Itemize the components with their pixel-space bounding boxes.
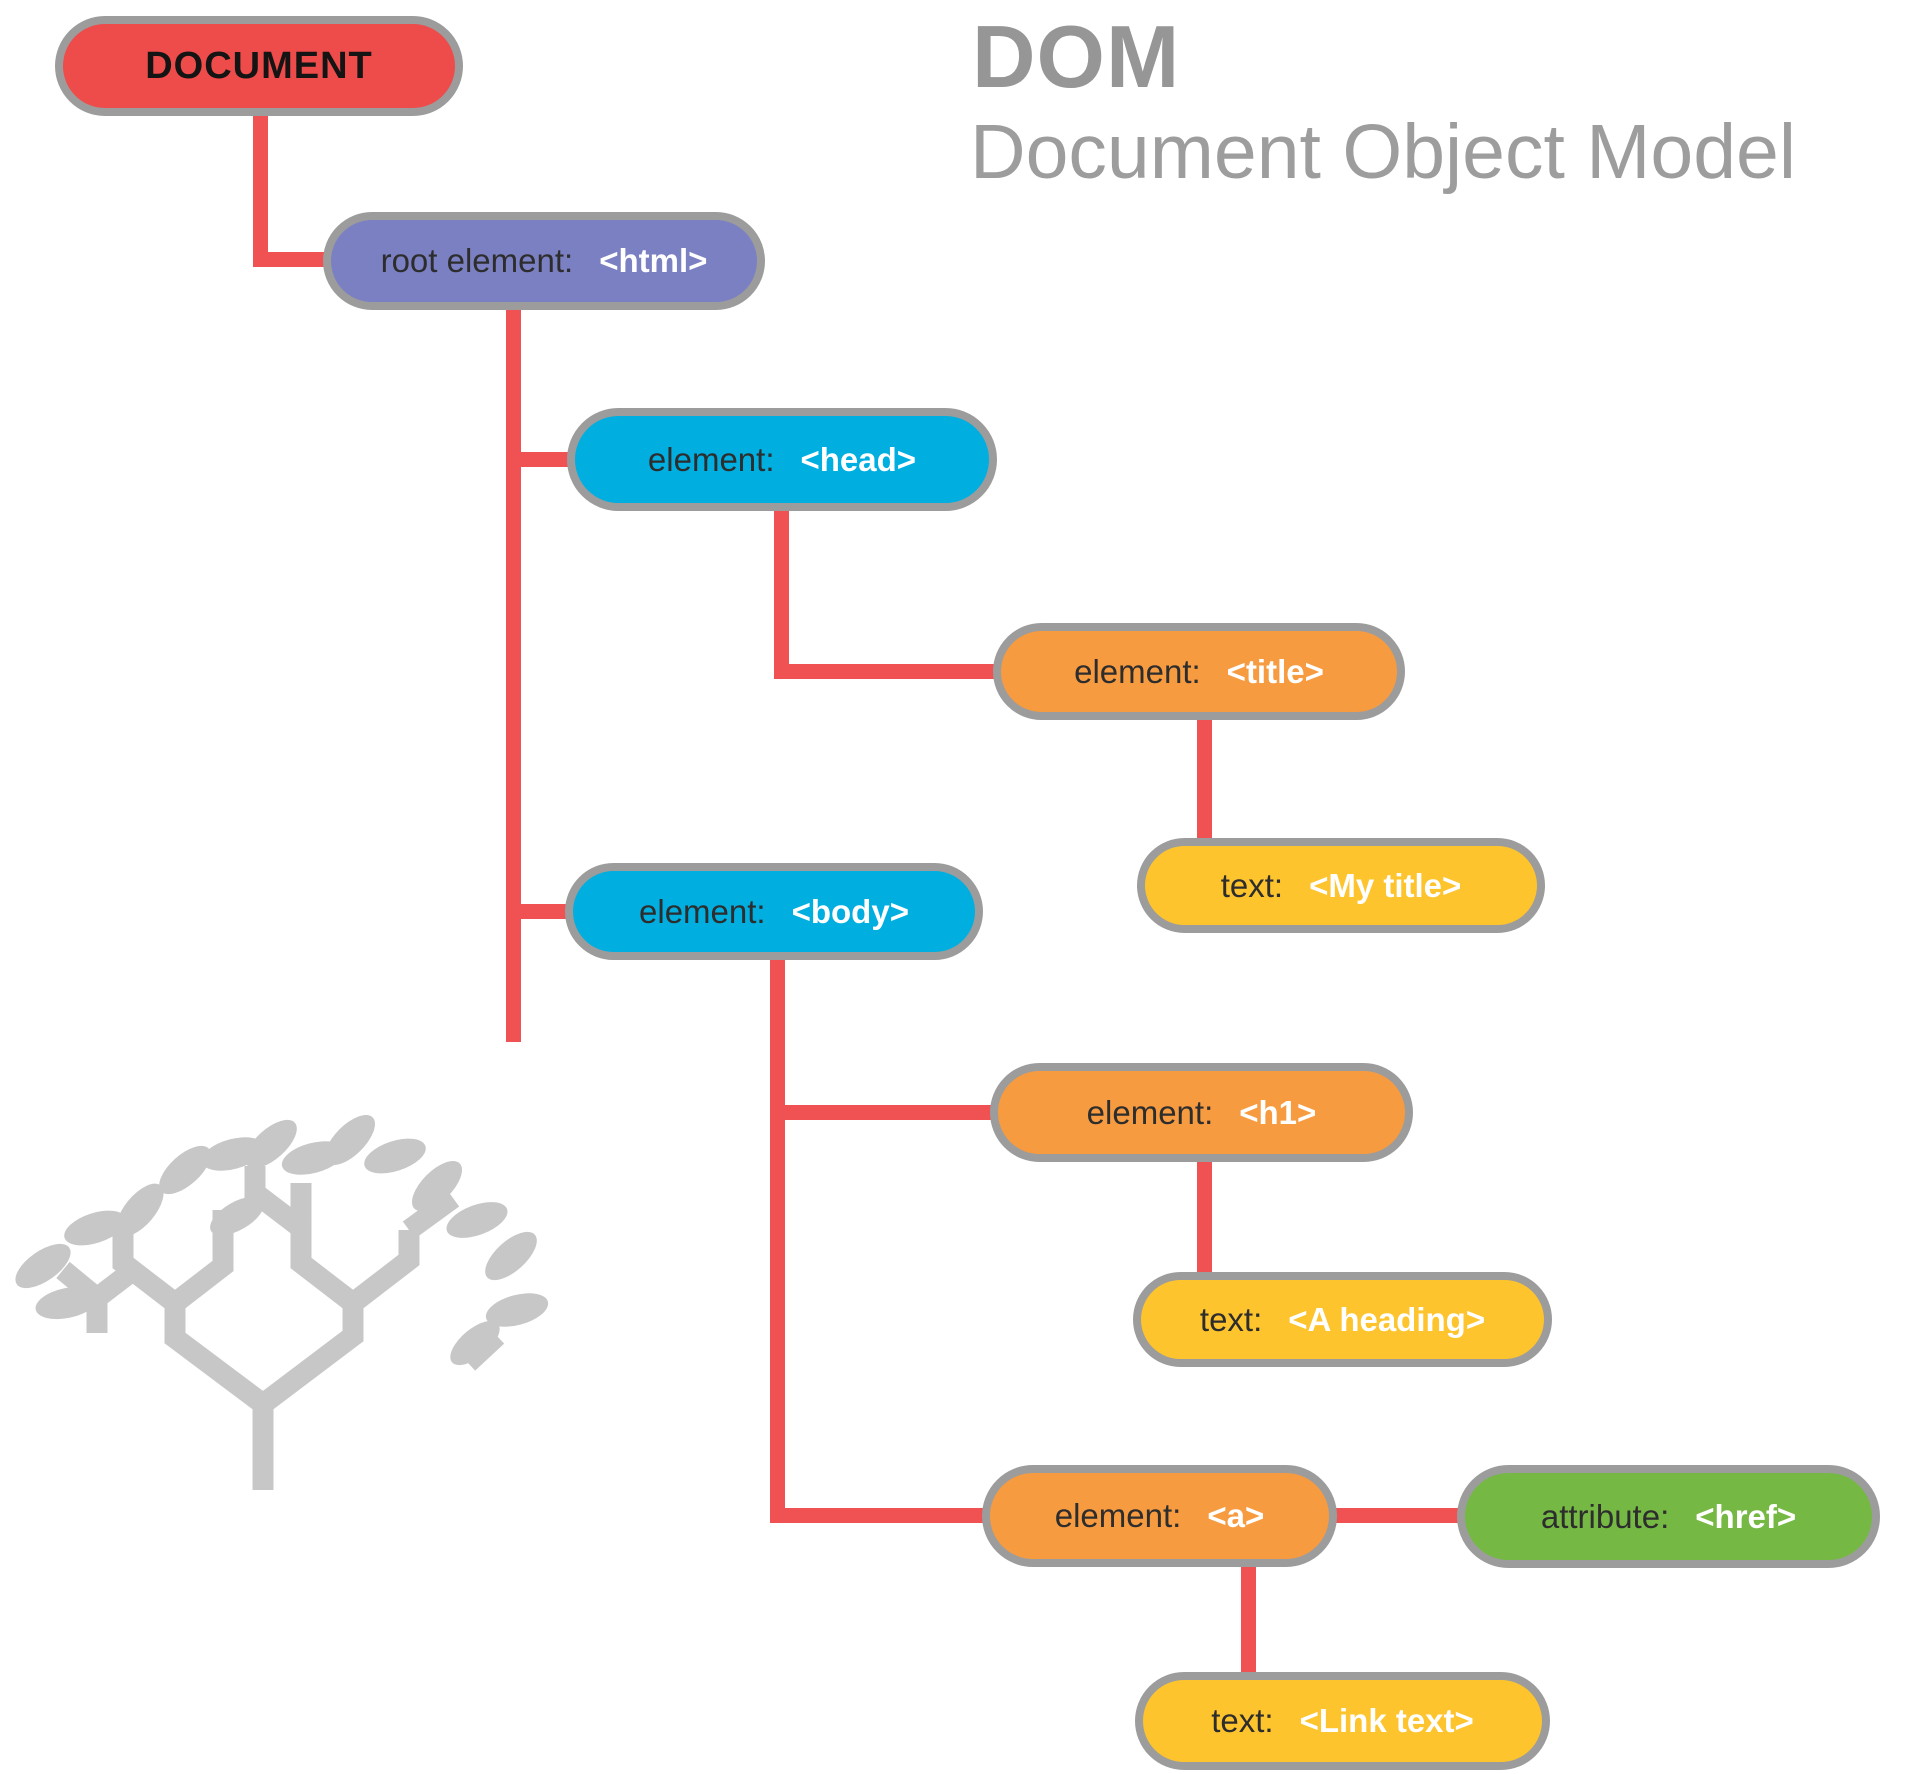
tree-watermark-illustration (15, 1115, 549, 1490)
node-text-link-text: text: <Link text> (1135, 1672, 1550, 1770)
node-value: <body> (791, 892, 909, 930)
node-value: <h1> (1239, 1093, 1317, 1131)
node-label: element: (1086, 1093, 1214, 1131)
node-value: <Link text> (1299, 1702, 1474, 1739)
node-value: <html> (599, 242, 708, 279)
node-label: element: (639, 892, 766, 930)
connector-branch-body (506, 904, 576, 919)
node-label: element: (647, 440, 775, 478)
node-root-html: root element: <html> (323, 212, 765, 310)
node-value: <a> (1207, 1497, 1265, 1534)
node-element-h1: element: <h1> (990, 1063, 1413, 1162)
node-document: DOCUMENT (55, 16, 463, 116)
node-label: attribute: (1540, 1497, 1670, 1535)
node-element-title: element: <title> (993, 623, 1405, 720)
node-document-label: DOCUMENT (145, 44, 373, 87)
node-label: root element: (380, 242, 574, 279)
connector-head-to-title (774, 664, 1000, 679)
node-value: <My title> (1309, 866, 1462, 904)
connector-document-to-html (253, 252, 338, 267)
node-element-body: element: <body> (565, 863, 983, 960)
connector-html-trunk (506, 300, 521, 1042)
node-label: text: (1199, 1300, 1263, 1338)
connector-h1-to-aheading (1197, 1157, 1212, 1279)
connector-branch-head (506, 452, 576, 467)
node-label: text: (1220, 866, 1284, 904)
connector-head-down (774, 505, 789, 672)
node-text-my-title: text: <My title> (1137, 838, 1545, 933)
node-value: <href> (1695, 1497, 1797, 1535)
node-element-head: element: <head> (567, 408, 997, 511)
node-value: <head> (800, 440, 917, 478)
connector-title-to-mytitle (1197, 715, 1212, 845)
node-attribute-href: attribute: <href> (1457, 1465, 1880, 1568)
node-label: element: (1054, 1497, 1182, 1534)
node-value: <A heading> (1288, 1300, 1486, 1338)
node-text-a-heading: text: <A heading> (1133, 1272, 1552, 1367)
page-title: DOM (972, 7, 1181, 106)
node-value: <title> (1226, 652, 1324, 690)
page-subtitle: Document Object Model (970, 109, 1796, 195)
node-label: element: (1074, 652, 1201, 690)
node-element-a: element: <a> (982, 1465, 1337, 1567)
connector-a-to-linktext (1241, 1560, 1256, 1678)
connector-a-to-href (1330, 1508, 1463, 1523)
connector-document-down (253, 112, 268, 267)
node-label: text: (1211, 1702, 1274, 1739)
connector-branch-h1 (770, 1105, 997, 1120)
connector-body-trunk (770, 955, 785, 1523)
connector-branch-a (770, 1508, 990, 1523)
